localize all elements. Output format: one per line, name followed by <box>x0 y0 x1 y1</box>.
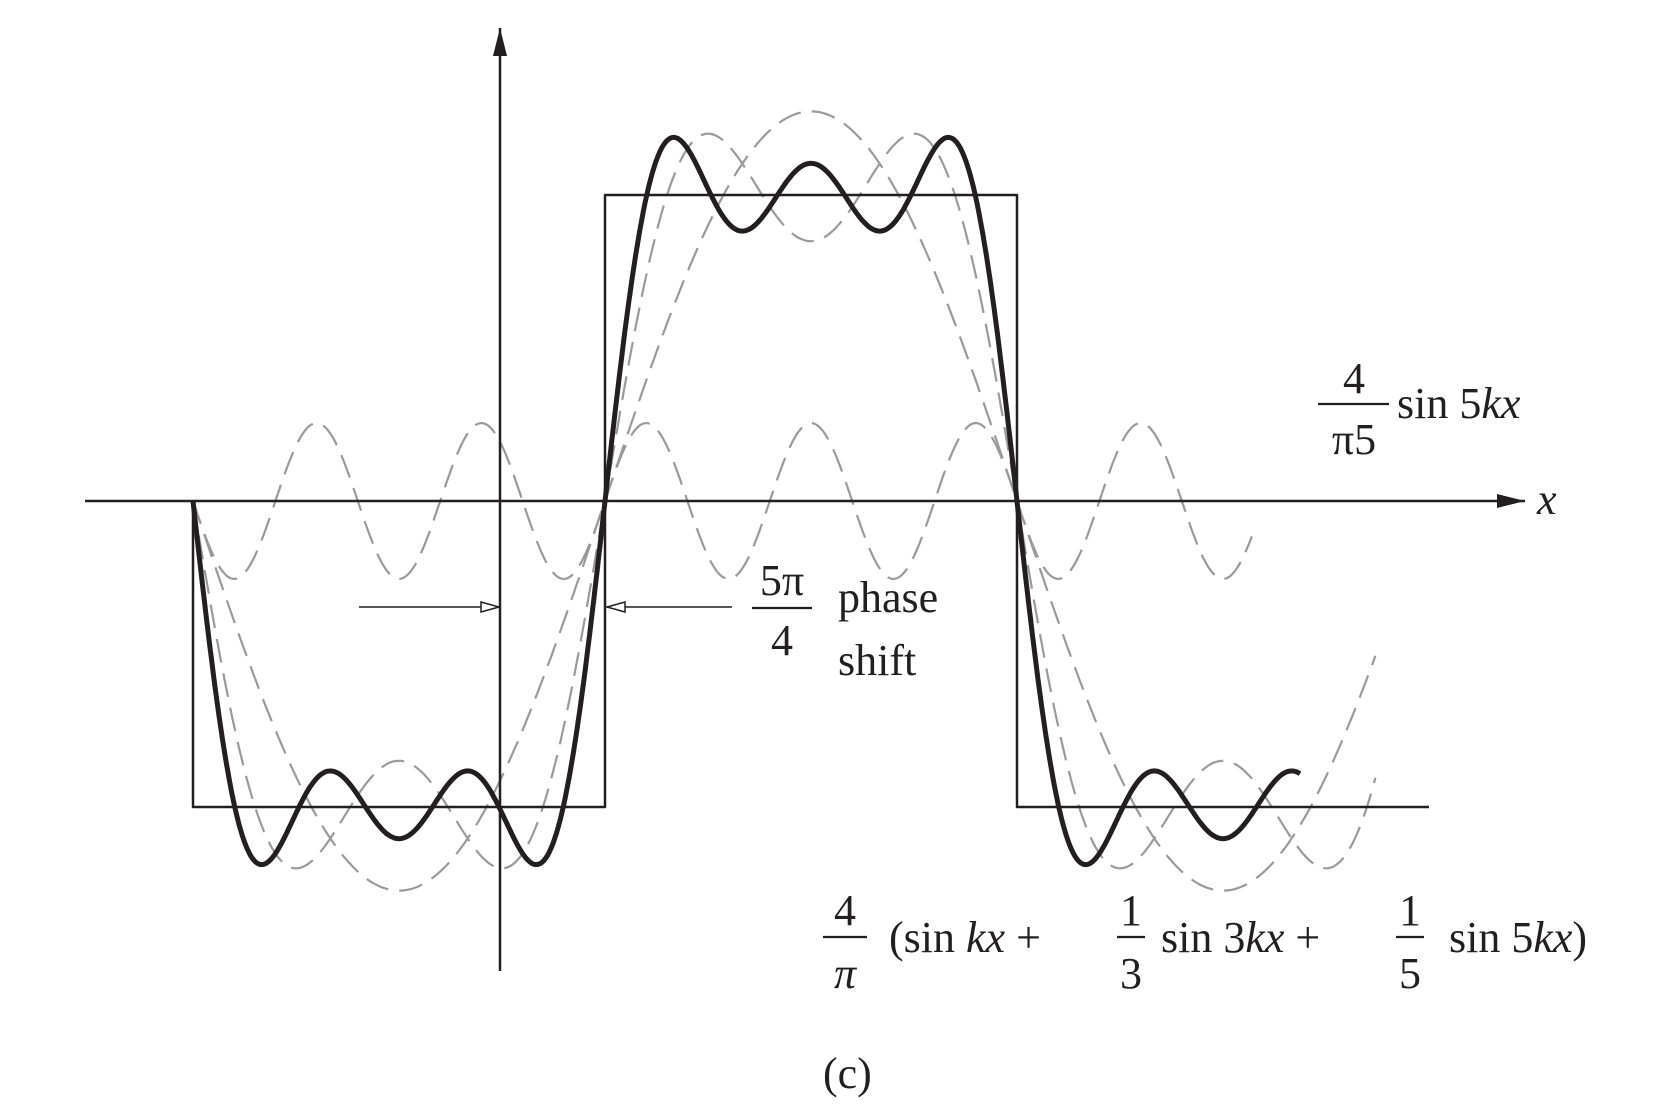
term-text: sin 5kx <box>1397 379 1521 428</box>
phase-denominator: 4 <box>771 616 793 665</box>
sum-term-3: sin 5kx) <box>1449 913 1587 962</box>
sum-term-1: (sin kx + <box>889 913 1041 962</box>
sum-denominator: π <box>834 949 858 998</box>
label-partial-sum: 4 π (sin kx + 1 3 sin 3kx + 1 5 sin 5kx) <box>823 886 1587 998</box>
label-fifth-harmonic: 4 π5 sin 5kx <box>1318 354 1521 464</box>
dashed-curve-4 <box>191 422 1253 580</box>
phase-word: phase <box>838 573 938 622</box>
square-wave <box>191 193 1429 809</box>
frac1-den: 3 <box>1120 949 1142 998</box>
phase-numerator: 5π <box>760 556 804 605</box>
dashed-curve-3 <box>191 132 1377 870</box>
partial-sum-curve <box>190 134 1302 868</box>
shift-word: shift <box>838 636 916 685</box>
x-axis-label: x <box>1536 475 1557 524</box>
curves-layer <box>190 110 1429 892</box>
fraction-numerator: 4 <box>1343 354 1365 403</box>
phase-shift-annotation: 5π 4 phase shift <box>359 556 938 685</box>
sum-numerator: 4 <box>834 886 856 935</box>
frac1-num: 1 <box>1120 886 1142 935</box>
dashed-curve-2 <box>191 110 1377 892</box>
frac2-num: 1 <box>1399 886 1421 935</box>
figure-caption: (c) <box>823 1049 872 1098</box>
sum-term-2: sin 3kx + <box>1161 913 1320 962</box>
frac2-den: 5 <box>1399 949 1421 998</box>
fraction-denominator: π5 <box>1332 415 1376 464</box>
